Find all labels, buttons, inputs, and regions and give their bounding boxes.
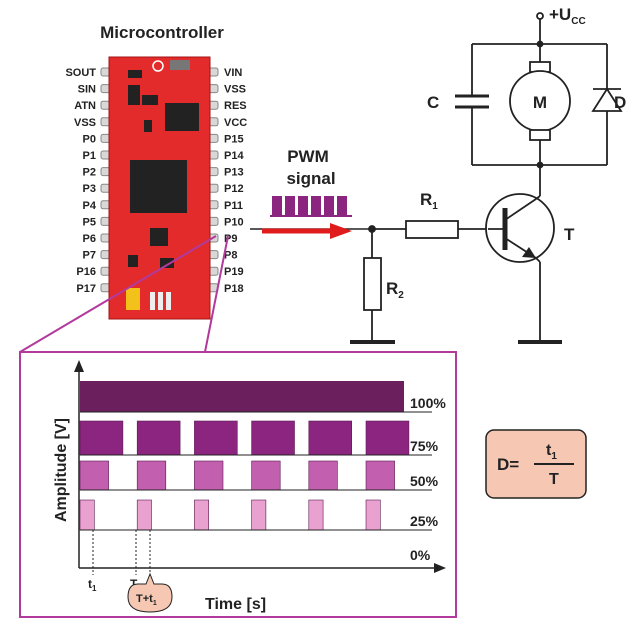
pin-label-left: P4: [83, 200, 97, 212]
pulse-bar: [308, 499, 324, 531]
y-axis-arrow: [74, 360, 84, 372]
pulse-bar: [79, 499, 95, 531]
pulse-bar: [365, 420, 410, 456]
tick-label-Tt1: T+t1: [136, 593, 157, 607]
callout-line-left: [19, 235, 217, 353]
pin-label-right: P10: [224, 216, 244, 228]
pin-label-left: P2: [83, 167, 96, 179]
pulse-bar: [136, 420, 181, 456]
pulse-bar: [136, 460, 167, 491]
pin-label-left: ATN: [74, 100, 96, 112]
duty-labels: 100% 75% 50% 25% 0%: [410, 395, 446, 563]
pwm-signal-icon: [270, 196, 352, 217]
motor-label: M: [533, 93, 547, 112]
transistor-label: T: [564, 225, 575, 244]
r2-label: R2: [386, 279, 404, 301]
duty-label: 75%: [410, 438, 439, 454]
pin-label-right: VIN: [224, 67, 242, 79]
pulse-bar: [136, 499, 152, 531]
pin-label-right: P12: [224, 183, 244, 195]
pin-label-right: P13: [224, 167, 244, 179]
callout-line-right: [204, 235, 229, 353]
pwm-icon-pulse: [311, 196, 321, 216]
pin-label-right: RES: [224, 100, 247, 112]
pin-label-right: P11: [224, 200, 243, 212]
pwm-icon-pulse: [285, 196, 295, 216]
pulse-bar: [308, 460, 338, 491]
pulse-bar: [365, 499, 381, 531]
duty-label: 25%: [410, 513, 439, 529]
tick-label-t1: t1: [88, 577, 97, 593]
formula-denominator: T: [549, 471, 559, 488]
x-axis-label: Time [s]: [205, 596, 266, 613]
duty-label: 50%: [410, 473, 439, 489]
pulse-bar: [365, 460, 395, 491]
pin-label-left: SOUT: [65, 67, 96, 79]
pin-label-left: P3: [83, 183, 96, 195]
duty-label: 100%: [410, 395, 446, 411]
pulse-bar: [80, 381, 404, 412]
pin-label-left: P16: [76, 266, 96, 278]
formula-numerator: t1: [546, 442, 557, 462]
duty-label: 0%: [410, 547, 431, 563]
y-axis-label: Amplitude [V]: [53, 418, 70, 522]
board-components: [126, 60, 199, 310]
capacitor-label: C: [427, 93, 439, 112]
pulse-bar: [194, 420, 238, 456]
pulse-bar: [194, 460, 224, 491]
pin-label-right: P14: [224, 150, 244, 162]
r2-resistor: [363, 257, 382, 311]
supply-label: +UCC: [549, 5, 586, 27]
pin-label-left: P1: [83, 150, 96, 162]
pin-label-right: VCC: [224, 117, 247, 129]
pin-label-left: SIN: [78, 84, 96, 96]
supply-terminal: [536, 12, 544, 20]
signal-arrow-head: [330, 223, 352, 239]
pin-label-right: P15: [224, 133, 244, 145]
pwm-icon-pulse: [337, 196, 347, 216]
pin-label-left: P6: [83, 233, 96, 245]
pulse-bar: [251, 499, 267, 531]
pin-label-right: P19: [224, 266, 244, 278]
transistor: [485, 193, 555, 263]
pulse-bar: [308, 420, 352, 456]
microcontroller-title: Microcontroller: [100, 23, 224, 42]
pin-label-left: VSS: [74, 117, 96, 129]
pwm-label: PWM: [287, 147, 329, 166]
r1-label: R1: [420, 190, 438, 212]
pulse-bar: [251, 460, 281, 491]
microcontroller-board: [108, 56, 211, 320]
tick-bubble: [127, 572, 173, 613]
pulse-bar: [194, 499, 209, 531]
tick-label-T: T: [130, 577, 138, 591]
pwm-icon-pulse: [272, 196, 282, 216]
r1-resistor: [405, 220, 459, 239]
circuit: [350, 12, 623, 344]
pin-label-right: P8: [224, 250, 237, 262]
formula-lhs: D=: [497, 455, 519, 474]
x-axis-arrow: [434, 563, 446, 573]
pin-label-right: VSS: [224, 84, 246, 96]
pulse-bar: [251, 420, 295, 456]
pin-label-right: P18: [224, 283, 244, 295]
pulse-bar: [79, 460, 109, 491]
pwm-icon-pulse: [324, 196, 334, 216]
pwm-signal-label: signal: [286, 169, 335, 188]
pwm-icon-pulse: [298, 196, 308, 216]
pin-label-left: P17: [76, 283, 96, 295]
pin-label-left: P7: [83, 250, 96, 262]
pulse-bar: [79, 420, 124, 456]
diode-label: D: [614, 93, 626, 112]
waveforms: [79, 381, 432, 531]
pin-label-left: P5: [83, 216, 96, 228]
pin-label-left: P0: [83, 133, 96, 145]
